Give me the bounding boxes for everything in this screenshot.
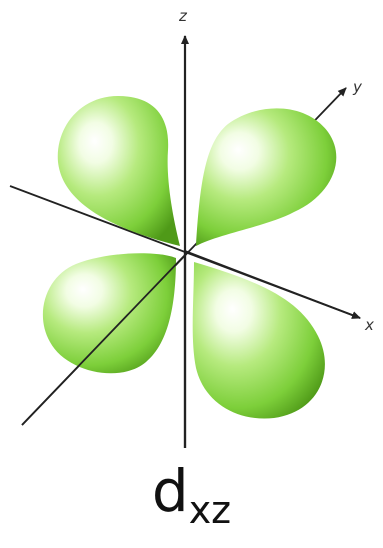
orbital-lobe-lower-left [43,253,176,373]
orbital-lobe-upper-right [196,108,336,246]
orbital-caption-main: d [152,457,189,525]
orbital-caption-subscript: xz [189,488,231,532]
x-axis-label: x [364,316,374,334]
z-axis-label: z [178,7,188,25]
y-axis-label: y [352,78,363,96]
orbital-lobe-lower-right [193,262,325,419]
orbital-lobe-upper-left [58,96,180,246]
orbital-caption: dxz [0,462,383,520]
